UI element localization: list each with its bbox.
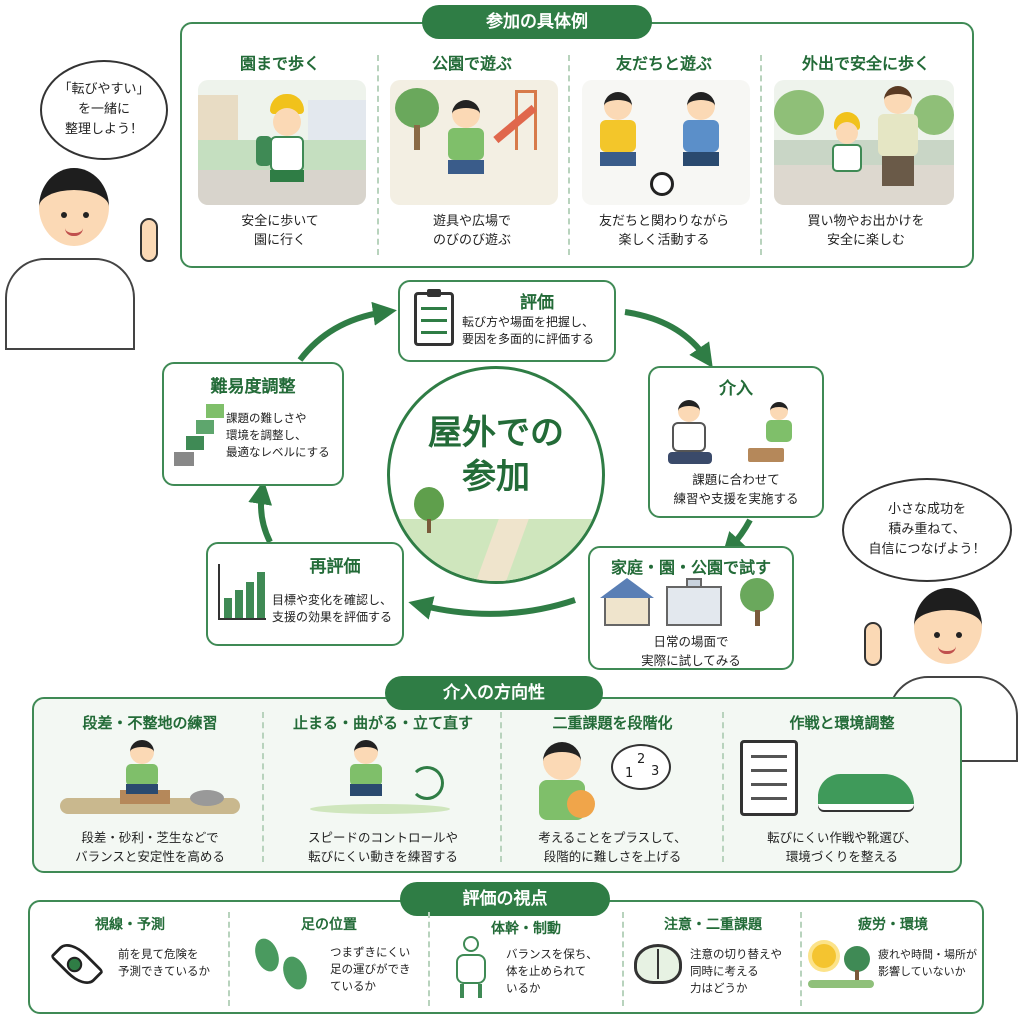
- direction-desc-dual-task: 考えることをプラスして、 段階的に難しさを上げる: [538, 830, 687, 864]
- cycle-reevaluate-box: 再評価 目標や変化を確認し、 支援の効果を評価する: [206, 542, 404, 646]
- example-desc-park-play: 遊具や広場で のびのび遊ぶ: [432, 214, 511, 248]
- viewpoint-desc-gaze: 前を見て危険を 予測できているか: [118, 947, 210, 978]
- example-title-park-play: 公園で遊ぶ: [431, 54, 512, 73]
- cycle-intervene-box: 介入 課題に合わせて 練習や支援を実施する: [648, 366, 824, 518]
- cycle-reevaluate-title: 再評価: [309, 557, 361, 577]
- example-title-walk-to-school: 園まで歩く: [239, 54, 320, 73]
- cycle-try-box: 家庭・園・公園で試す 日常の場面で 実際に試してみる: [588, 546, 794, 670]
- dual-task-number-3: 3: [651, 764, 660, 779]
- viewpoint-title-fatigue: 疲労・環境: [858, 917, 928, 933]
- cycle-intervene-title: 介入: [719, 379, 753, 399]
- sun-tree-icon: [808, 940, 874, 992]
- outing-walk-illustration: [774, 80, 954, 205]
- friends-play-illustration: [582, 80, 750, 205]
- center-title-line1: 屋外での: [428, 413, 564, 453]
- viewpoint-desc-attention: 注意の切り替えや 同時に考える 力はどうか: [690, 947, 782, 995]
- teacher-left-illustration: [5, 160, 175, 350]
- intervene-illustration: [662, 398, 812, 468]
- viewpoint-title-trunk: 体幹・制動: [491, 921, 561, 937]
- center-circle: 屋外での 参加: [387, 366, 605, 584]
- growth-chart-icon: [218, 564, 266, 620]
- cycle-adjust-box: 難易度調整 課題の難しさや 環境を調整し、 最適なレベルにする: [162, 362, 344, 486]
- cycle-evaluate-box: 評価 転び方や場面を把握し、 要因を多面的に評価する: [398, 280, 616, 362]
- viewpoint-desc-foot: つまずきにくい 足の運びができ ているか: [330, 945, 411, 993]
- stop-turn-illustration: [310, 738, 460, 822]
- viewpoint-title-foot: 足の位置: [301, 917, 357, 933]
- speech-bubble-left: 「転びやすい」 を一緒に 整理しよう！: [40, 60, 168, 160]
- example-title-outing-walk: 外出で安全に歩く: [801, 54, 930, 73]
- park-play-illustration: [390, 80, 558, 205]
- cycle-adjust-title: 難易度調整: [210, 377, 296, 397]
- examples-header: 参加の具体例: [422, 5, 652, 39]
- direction-panel: [32, 697, 962, 873]
- cycle-evaluate-title: 評価: [520, 293, 554, 313]
- brain-icon: [634, 944, 682, 984]
- example-desc-outing-walk: 買い物やお出かけを 安全に楽しむ: [807, 214, 925, 248]
- viewpoint-desc-trunk: バランスを保ち、 体を止められて いるか: [506, 947, 598, 995]
- strategy-illustration: [736, 740, 936, 824]
- cycle-reevaluate-desc: 目標や変化を確認し、 支援の効果を評価する: [272, 593, 393, 624]
- viewpoint-title-gaze: 視線・予測: [95, 917, 165, 933]
- example-desc-friends-play: 友だちと関わりながら 楽しく活動する: [598, 214, 729, 248]
- direction-header: 介入の方向性: [385, 676, 603, 710]
- viewpoints-header: 評価の視点: [400, 882, 610, 916]
- cycle-try-title: 家庭・園・公園で試す: [610, 558, 771, 577]
- cycle-adjust-desc: 課題の難しさや 環境を調整し、 最適なレベルにする: [226, 411, 330, 459]
- direction-desc-strategy: 転びにくい作戦や靴選び、 環境づくりを整える: [767, 830, 917, 864]
- cycle-evaluate-desc: 転び方や場面を把握し、 要因を多面的に評価する: [462, 315, 595, 346]
- center-title-line2: 参加: [462, 457, 530, 497]
- viewpoint-title-attention: 注意・二重課題: [664, 917, 762, 933]
- direction-title-strategy: 作戦と環境調整: [789, 714, 895, 732]
- dual-task-number-1: 1: [625, 766, 634, 781]
- example-desc-walk-to-school: 安全に歩いて 園に行く: [241, 214, 319, 248]
- direction-title-stop-turn: 止まる・曲がる・立て直す: [292, 714, 473, 732]
- direction-desc-stop-turn: スピードのコントロールや 転びにくい動きを練習する: [307, 830, 458, 864]
- house-school-park-illustration: [600, 578, 786, 628]
- shoe-icon: [818, 774, 914, 810]
- direction-title-dual-task: 二重課題を段階化: [552, 714, 673, 732]
- uneven-ground-illustration: [60, 738, 240, 822]
- footprints-icon: [250, 934, 320, 994]
- steps-icon: [174, 404, 224, 468]
- dual-task-illustration: 1 2 3: [535, 738, 695, 822]
- park-path-scene: [390, 519, 602, 581]
- clipboard-checklist-icon: [414, 289, 454, 346]
- cycle-try-desc: 日常の場面で 実際に試してみる: [641, 634, 741, 668]
- direction-desc-steps: 段差・砂利・芝生などで バランスと安定性を高める: [75, 830, 225, 864]
- thought-bubble: 1 2 3: [611, 744, 671, 790]
- body-balance-icon: [446, 936, 496, 998]
- example-title-friends-play: 友だちと遊ぶ: [615, 54, 712, 73]
- direction-title-steps: 段差・不整地の練習: [82, 714, 218, 732]
- checklist-icon: [740, 740, 798, 816]
- dual-task-number-2: 2: [637, 752, 646, 767]
- viewpoint-desc-fatigue: 疲れや時間・場所が 影響していないか: [878, 948, 977, 978]
- cycle-intervene-desc: 課題に合わせて 練習や支援を実施する: [673, 472, 799, 506]
- walk-to-school-illustration: [198, 80, 366, 205]
- speech-bubble-right: 小さな成功を 積み重ねて、 自信につなげよう！: [842, 478, 1012, 582]
